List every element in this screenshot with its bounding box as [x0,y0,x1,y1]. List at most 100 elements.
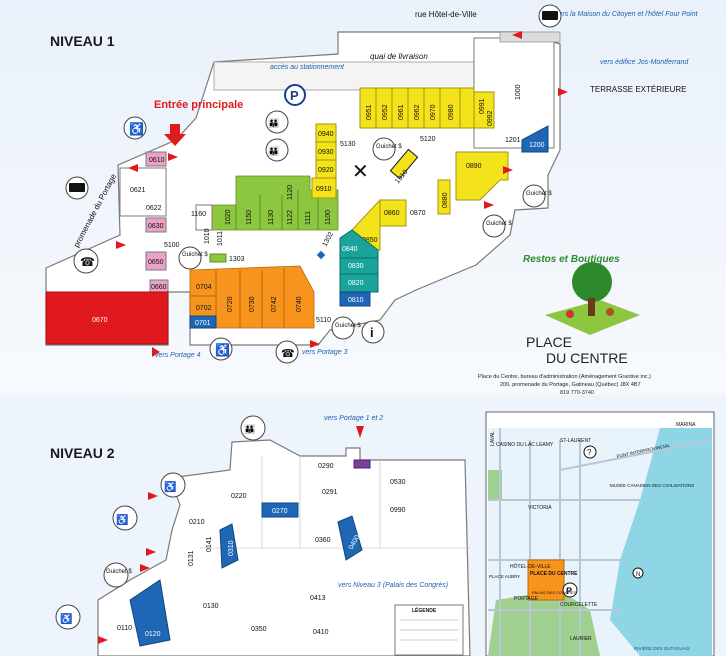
unit-0290[interactable]: 0290 [318,463,334,470]
guichet-n1-center[interactable]: Guichet $ [372,137,402,161]
unit-0360[interactable]: 0360 [315,537,331,544]
link-portage-3[interactable]: vers Portage 3 [302,349,348,356]
unit-0120[interactable]: 0120 [145,631,161,638]
link-maison-du-citoyen[interactable]: vers la Maison du Citoyen et l'hôtel Fou… [555,11,699,18]
unit-0961[interactable]: 0961 [398,104,405,120]
niveau1-title: NIVEAU 1 [50,33,115,49]
unit-1201[interactable]: 1201 [505,137,521,144]
unit-0610[interactable]: 0610 [149,157,165,164]
inset-st-laurent: ST-LAURENT [560,438,591,444]
unit-1011[interactable]: 1011 [217,231,224,246]
food-court-icon: ✕ [352,161,369,183]
entree-arrow [164,124,186,146]
unit-0940[interactable]: 0940 [318,131,334,138]
unit-0410[interactable]: 0410 [313,629,329,636]
unit-0810[interactable]: 0810 [348,297,364,304]
unit-1303[interactable]: 1303 [229,256,245,263]
guichet-n1-bottom[interactable]: Guichet $ [331,316,361,340]
unit-1020[interactable]: 1020 [225,209,232,225]
guichet-n1-right[interactable]: Guichet $ [522,184,552,208]
unit-0850[interactable]: 0850 [362,237,378,244]
unit-0720[interactable]: 0720 [227,296,234,312]
unit-5100[interactable]: 5100 [164,242,180,249]
unit-0110[interactable]: 0110 [117,625,132,632]
unit-5120[interactable]: 5120 [420,136,436,143]
unit-1130[interactable]: 1130 [268,210,275,225]
unit-0630[interactable]: 0630 [148,223,164,230]
unit-0962[interactable]: 0962 [414,104,421,120]
unit-0701[interactable]: 0701 [195,320,211,327]
unit-0820[interactable]: 0820 [348,280,364,287]
inset-place-aubry: PLACE AUBRY [489,574,520,579]
unit-0980[interactable]: 0980 [448,104,455,120]
teal-zone [339,229,379,293]
unit-0141[interactable]: 0141 [206,536,213,552]
unit-0830[interactable]: 0830 [348,263,364,270]
brand-addr-2: 200, promenade du Portage, Gatineau (Qué… [500,382,641,388]
svg-text:♿: ♿ [116,513,128,526]
unit-1150[interactable]: 1150 [246,210,253,225]
unit-1200[interactable]: 1200 [529,142,545,149]
unit-1120[interactable]: 1120 [287,185,294,200]
inset-hotel-de-ville: HÔTEL-DE-VILLE [510,563,551,570]
unit-1122[interactable]: 1122 [287,210,294,225]
unit-0860[interactable]: 0860 [384,210,400,217]
unit-0840[interactable]: 0840 [342,246,358,253]
unit-0952[interactable]: 0952 [382,104,389,120]
unit-1160[interactable]: 1160 [191,211,206,218]
unit-0270[interactable]: 0270 [272,508,288,515]
unit-0670[interactable]: 0670 [92,317,108,324]
unit-1100[interactable]: 1100 [325,210,332,225]
unit-0920[interactable]: 0920 [318,167,334,174]
guichet-n1-mid[interactable]: Guichet $ [482,214,512,238]
svg-text:?: ? [587,448,592,457]
link-portage-1-2[interactable]: vers Portage 1 et 2 [324,415,383,422]
wheelchair-icon: ♿ [123,116,147,140]
unit-0704[interactable]: 0704 [196,284,212,291]
unit-0210[interactable]: 0210 [189,519,205,526]
unit-0621[interactable]: 0621 [130,187,146,194]
parking-icon[interactable] [284,84,306,106]
unit-0730[interactable]: 0730 [249,296,256,312]
unit-0291[interactable]: 0291 [322,489,338,496]
unit-5130[interactable]: 5130 [340,141,356,148]
unit-0992[interactable]: 0992 [487,110,494,126]
inset-portage: PORTAGE [514,596,539,602]
phone-icon: ☎ [275,340,299,364]
brand-name-1: PLACE [526,334,572,350]
svg-text:P: P [290,88,299,103]
link-jos-montferrand[interactable]: vers édifice Jos-Montferrand [600,59,689,66]
unit-0530[interactable]: 0530 [390,479,406,486]
unit-0880[interactable]: 0880 [442,192,449,208]
unit-0742[interactable]: 0742 [271,296,278,312]
unit-0131[interactable]: 0131 [188,550,195,566]
unit-0130[interactable]: 0130 [203,603,219,610]
unit-0970[interactable]: 0970 [430,104,437,120]
unit-0910[interactable]: 0910 [316,186,332,193]
unit-0951[interactable]: 0951 [366,104,373,120]
unit-5110[interactable]: 5110 [316,317,331,324]
unit-0650[interactable]: 0650 [148,259,164,266]
unit-0350[interactable]: 0350 [251,626,267,633]
brand-phone: 819 770-3740 [560,390,594,396]
unit-0702[interactable]: 0702 [196,305,212,312]
unit-0890[interactable]: 0890 [466,163,482,170]
unit-0413[interactable]: 0413 [310,595,326,602]
guichet-n1-left[interactable]: Guichet $ [178,246,208,270]
link-portage-4[interactable]: vers Portage 4 [155,352,201,359]
guichet-label: Guichet $ [526,191,552,197]
unit-0991[interactable]: 0991 [479,98,486,114]
unit-1000[interactable]: 1000 [515,84,522,100]
unit-0310[interactable]: 0310 [228,540,235,556]
unit-1010[interactable]: 1010 [204,228,211,244]
unit-0990[interactable]: 0990 [390,507,406,514]
unit-0622[interactable]: 0622 [146,205,162,212]
unit-1111[interactable]: 1111 [305,211,312,225]
unit-0870[interactable]: 0870 [410,210,426,217]
unit-0740[interactable]: 0740 [296,296,303,312]
link-niveau-3[interactable]: vers Niveau 3 (Palais des Congrès) [338,582,448,589]
unit-0660[interactable]: 0660 [151,284,167,291]
unit-0220[interactable]: 0220 [231,493,247,500]
unit-0930[interactable]: 0930 [318,149,334,156]
guichet-n2[interactable]: Guichet $ [103,562,132,588]
